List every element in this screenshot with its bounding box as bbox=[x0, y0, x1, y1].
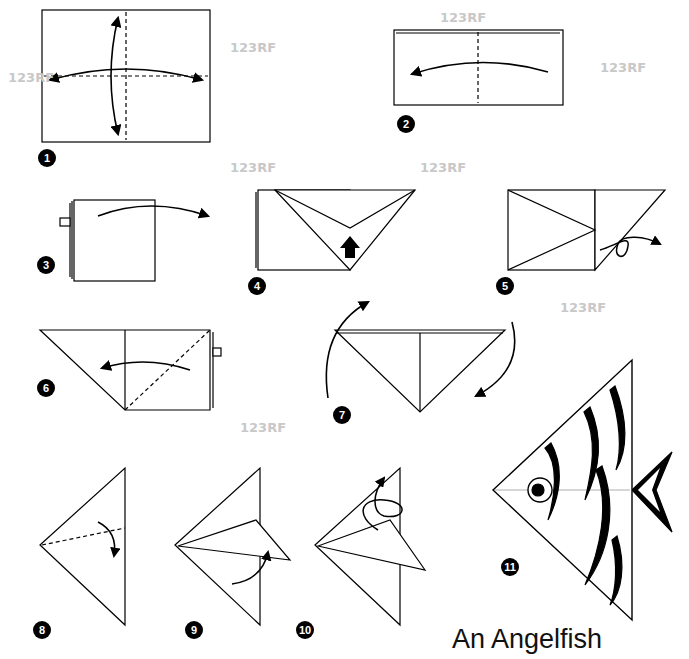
step-number: 4 bbox=[248, 277, 266, 295]
step-number: 10 bbox=[296, 621, 314, 639]
step-number-text: 3 bbox=[43, 260, 49, 271]
watermark: 123RF bbox=[600, 60, 646, 75]
step-number-text: 9 bbox=[191, 625, 197, 636]
step-number-text: 1 bbox=[44, 153, 50, 164]
watermark: 123RF bbox=[440, 10, 486, 25]
step-number: 1 bbox=[38, 149, 56, 167]
watermark: 123RF bbox=[8, 70, 54, 85]
step-number-text: 4 bbox=[254, 281, 260, 292]
step-number: 5 bbox=[496, 277, 514, 295]
step-number: 7 bbox=[333, 406, 351, 424]
title: An Angelfish bbox=[452, 624, 602, 655]
watermark: 123RF bbox=[230, 40, 276, 55]
step-number: 6 bbox=[37, 379, 55, 397]
step-number-text: 2 bbox=[403, 119, 409, 130]
step-number: 8 bbox=[33, 621, 51, 639]
step-number: 11 bbox=[501, 558, 519, 576]
step-number-text: 11 bbox=[504, 562, 516, 573]
watermark: 123RF bbox=[420, 160, 466, 175]
step-number: 2 bbox=[397, 115, 415, 133]
step-number-text: 5 bbox=[502, 281, 508, 292]
step-number-text: 7 bbox=[339, 410, 345, 421]
step-number-text: 8 bbox=[39, 625, 45, 636]
step-number: 3 bbox=[37, 256, 55, 274]
step-number: 9 bbox=[185, 621, 203, 639]
watermark: 123RF bbox=[230, 160, 276, 175]
step-number-text: 10 bbox=[299, 625, 311, 636]
step-number-text: 6 bbox=[43, 383, 49, 394]
watermark: 123RF bbox=[240, 420, 286, 435]
watermark: 123RF bbox=[560, 300, 606, 315]
